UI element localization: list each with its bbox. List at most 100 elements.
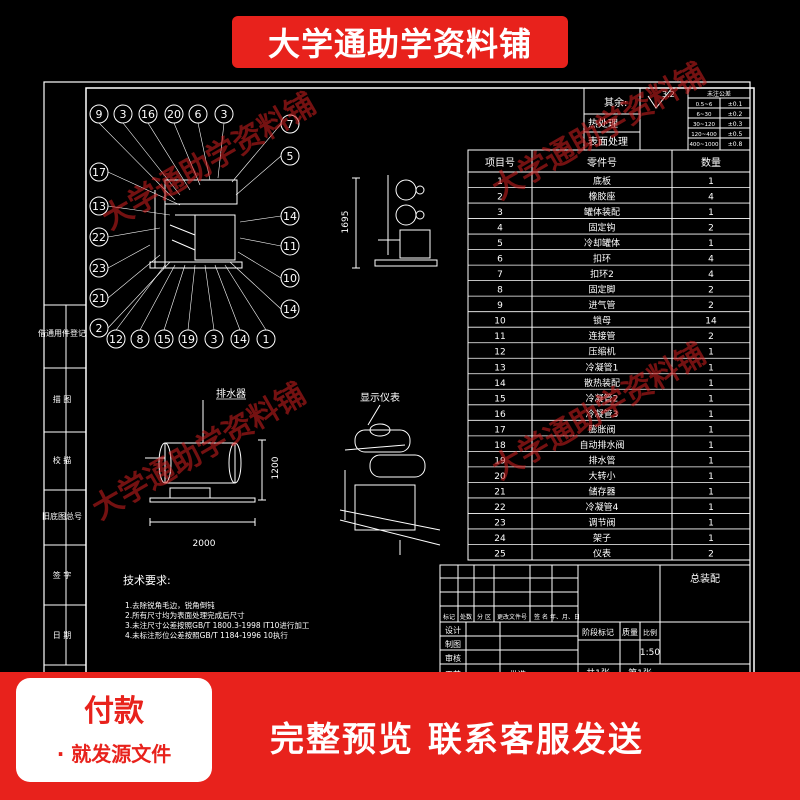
bom-item-no: 4 bbox=[497, 224, 503, 234]
bom-part-name: 架子 bbox=[593, 533, 611, 544]
bom-part-name: 大转小 bbox=[588, 470, 615, 482]
tolerance-value: ±0.5 bbox=[728, 131, 743, 138]
bom-item-no: 24 bbox=[494, 534, 506, 544]
bom-quantity: 1 bbox=[708, 534, 714, 544]
bom-item-no: 18 bbox=[494, 441, 506, 451]
bom-part-name: 罐体装配 bbox=[584, 206, 620, 218]
leader-lines bbox=[98, 122, 282, 331]
bom-item-no: 2 bbox=[497, 193, 503, 203]
bom-part-name: 底板 bbox=[593, 175, 611, 187]
tech-line-3: 3.未注尺寸公差按照GB/T 1800.3-1998 IT10进行加工 bbox=[125, 620, 310, 630]
bom-item-no: 12 bbox=[494, 348, 505, 358]
tb-stage: 阶段标记 bbox=[582, 627, 614, 637]
bom-item-no: 1 bbox=[497, 177, 503, 187]
bom-part-name: 冷凝管3 bbox=[586, 408, 619, 420]
roughness-value: 3.2 bbox=[662, 90, 675, 99]
balloon-number: 14 bbox=[283, 303, 297, 316]
iso-view-label: 显示仪表 bbox=[360, 391, 400, 404]
shop-banner-title: 大学通助学资料铺 bbox=[267, 25, 532, 63]
balloon-number: 14 bbox=[283, 210, 297, 223]
tb-row-draw: 制图 bbox=[445, 639, 461, 649]
tech-line-1: 1.去除锐角毛边，锐角倒钝 bbox=[125, 600, 215, 610]
bom-header-qty: 数量 bbox=[701, 156, 721, 169]
bom-item-no: 23 bbox=[494, 518, 505, 528]
bom-part-name: 压缩机 bbox=[588, 346, 615, 358]
bom-item-no: 20 bbox=[494, 472, 506, 482]
bom-part-name: 连接管 bbox=[588, 330, 615, 342]
balloon-number: 16 bbox=[141, 108, 155, 121]
left-label-1: 描 图 bbox=[53, 394, 72, 404]
front-view bbox=[145, 400, 266, 526]
tb-head-4: 签 名 bbox=[534, 613, 548, 621]
bom-quantity: 1 bbox=[708, 518, 714, 528]
tolerance-range: 0.5~6 bbox=[696, 102, 713, 108]
balloon-number: 19 bbox=[181, 333, 195, 346]
balloon-number: 10 bbox=[283, 272, 297, 285]
bom-quantity: 2 bbox=[708, 286, 714, 296]
balloon-number: 12 bbox=[109, 333, 123, 346]
bom-part-name: 仪表 bbox=[593, 548, 611, 560]
tolerance-value: ±0.3 bbox=[728, 121, 743, 128]
bom-item-no: 21 bbox=[494, 487, 505, 497]
shop-banner: 大学通助学资料铺 bbox=[232, 16, 568, 68]
balloon-number: 13 bbox=[92, 200, 106, 213]
bom-item-no: 9 bbox=[497, 301, 503, 311]
left-label-3: 旧底图总号 bbox=[42, 511, 82, 521]
tolerance-header: 未注公差 bbox=[707, 90, 731, 98]
bom-quantity: 14 bbox=[705, 317, 717, 327]
tb-scale-label: 比例 bbox=[643, 628, 657, 637]
isometric-view bbox=[339, 404, 441, 555]
front-view-label: 排水器 bbox=[216, 387, 246, 400]
balloon-number: 3 bbox=[221, 108, 228, 121]
balloon-number: 3 bbox=[120, 108, 127, 121]
bom-item-no: 6 bbox=[497, 255, 503, 265]
left-label-0: 借通用件登记 bbox=[38, 328, 86, 338]
bom-quantity: 2 bbox=[708, 224, 714, 234]
tolerance-range: 120~400 bbox=[691, 132, 717, 138]
bom-header-item: 项目号 bbox=[485, 157, 515, 169]
bom-quantity: 1 bbox=[708, 208, 714, 218]
tolerance-value: ±0.2 bbox=[728, 111, 743, 118]
tb-head-0: 标记 bbox=[443, 613, 455, 621]
bom-item-no: 8 bbox=[497, 286, 503, 296]
title-block-frame bbox=[439, 564, 751, 681]
balloon-number: 8 bbox=[137, 333, 144, 346]
bom-item-no: 3 bbox=[497, 208, 503, 218]
pay-box: 付款 · 就发源文件 bbox=[16, 678, 212, 782]
bom-part-name: 锁母 bbox=[593, 315, 611, 327]
tb-scale: 1:50 bbox=[640, 648, 660, 658]
drawing-name: 总装配 bbox=[690, 572, 720, 585]
bom-quantity: 1 bbox=[708, 239, 714, 249]
left-column bbox=[44, 304, 86, 666]
bom-quantity: 1 bbox=[708, 472, 714, 482]
promo-slogan: 完整预览 联系客服发送 bbox=[270, 720, 644, 760]
bom-item-no: 16 bbox=[494, 410, 506, 420]
bom-part-name: 膨胀阀 bbox=[588, 423, 615, 435]
bom-item-no: 25 bbox=[494, 550, 505, 560]
bom-part-name: 扣环2 bbox=[590, 268, 614, 280]
pay-subtitle: · 就发源文件 bbox=[56, 742, 172, 766]
bom-item-no: 19 bbox=[494, 456, 506, 466]
bom-quantity: 1 bbox=[708, 177, 714, 187]
bom-part-name: 进气管 bbox=[588, 299, 615, 311]
balloon-number: 14 bbox=[233, 333, 247, 346]
bom-quantity: 1 bbox=[708, 441, 714, 451]
balloon-number: 23 bbox=[92, 262, 106, 275]
tolerance-range: 400~1000 bbox=[689, 142, 719, 148]
left-label-5: 日 期 bbox=[53, 631, 72, 640]
side-view bbox=[352, 175, 438, 269]
left-label-2: 校 描 bbox=[53, 455, 72, 465]
bom-item-no: 7 bbox=[497, 270, 503, 280]
balloon-number: 7 bbox=[287, 118, 294, 131]
balloon-number: 1 bbox=[263, 333, 270, 346]
bom-quantity: 4 bbox=[708, 270, 714, 280]
bom-part-name: 冷却罐体 bbox=[584, 237, 620, 249]
bom-quantity: 1 bbox=[708, 348, 714, 358]
balloon-number: 21 bbox=[92, 292, 106, 305]
tb-row-review: 审核 bbox=[445, 653, 461, 663]
bom-quantity: 4 bbox=[708, 255, 714, 265]
bom-item-no: 17 bbox=[494, 425, 505, 435]
bom-quantity: 2 bbox=[708, 550, 714, 560]
